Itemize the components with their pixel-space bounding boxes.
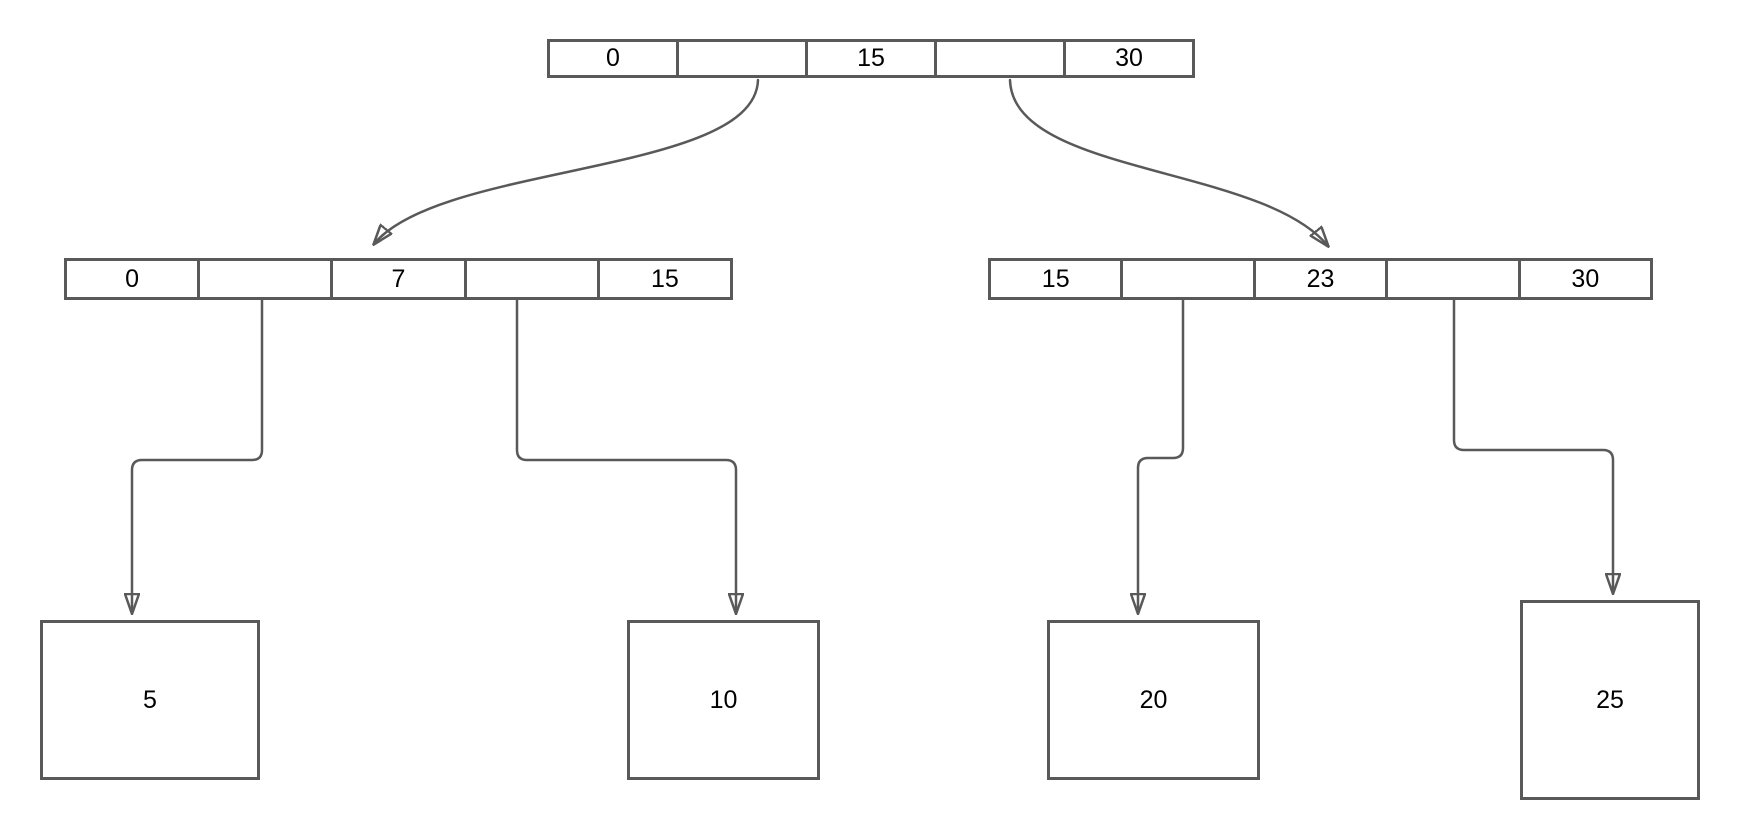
left-child-pointer-cell (463, 261, 597, 297)
root-key-cell: 30 (1063, 42, 1192, 75)
right-child-pointer-cell (1385, 261, 1517, 297)
btree-node-root: 0 15 30 (547, 39, 1195, 78)
root-pointer-cell (676, 42, 805, 75)
left-child-key-cell: 7 (330, 261, 463, 297)
btree-node-left-child: 0 7 15 (64, 258, 733, 300)
root-key-cell: 15 (805, 42, 934, 75)
root-key-cell: 0 (606, 44, 620, 72)
btree-leaf-20: 20 (1047, 620, 1260, 780)
edge-right-child-to-leaf-20 (1138, 298, 1185, 613)
edge-root-to-left-child (374, 78, 760, 244)
btree-leaf-5: 5 (40, 620, 260, 780)
btree-leaf-25: 25 (1520, 600, 1700, 800)
btree-leaf-10: 10 (627, 620, 820, 780)
edge-right-child-to-leaf-25 (1452, 298, 1613, 593)
right-child-key-cell: 15 (1041, 264, 1070, 293)
right-child-pointer-cell (1120, 261, 1252, 297)
edge-root-to-right-child (1008, 78, 1328, 246)
left-child-pointer-cell (197, 261, 330, 297)
edge-left-child-to-leaf-10 (515, 298, 736, 613)
right-child-key-cell: 30 (1517, 261, 1650, 297)
left-child-key-cell: 0 (125, 264, 140, 293)
right-child-key-cell: 23 (1252, 261, 1385, 297)
btree-node-right-child: 15 23 30 (988, 258, 1653, 300)
left-child-key-cell: 15 (596, 261, 730, 297)
root-pointer-cell (934, 42, 1063, 75)
edge-left-child-to-leaf-5 (132, 298, 264, 613)
